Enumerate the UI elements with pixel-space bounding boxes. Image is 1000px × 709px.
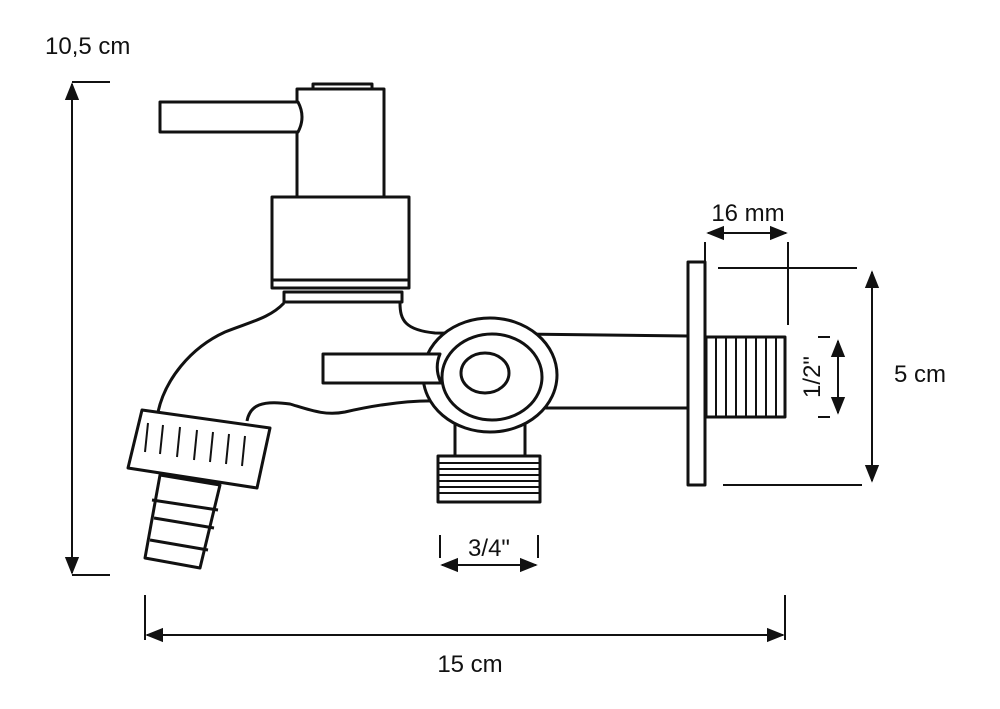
height-dimension: 10,5 cm — [45, 33, 130, 576]
wall-depth-label: 16 mm — [711, 200, 784, 227]
outlet-thread-dimension: 3/4" — [439, 535, 539, 573]
side-lever — [321, 352, 443, 385]
outlet-thread-label: 3/4" — [468, 535, 510, 562]
height-label: 10,5 cm — [45, 33, 130, 60]
faucet-body — [156, 301, 689, 422]
wall-flange — [686, 260, 787, 487]
bonnet — [270, 195, 411, 304]
length-dimension: 15 cm — [144, 595, 786, 678]
inlet-thread-dimension: 1/2" — [799, 336, 846, 418]
flange-height-dimension: 5 cm — [718, 267, 946, 486]
side-valve — [321, 316, 559, 504]
length-label: 15 cm — [437, 651, 502, 678]
hose-connector — [126, 408, 272, 570]
top-handle — [158, 82, 386, 199]
wall-depth-dimension: 16 mm — [704, 200, 789, 325]
flange-height-label: 5 cm — [894, 361, 946, 388]
inlet-thread-label: 1/2" — [799, 356, 826, 398]
